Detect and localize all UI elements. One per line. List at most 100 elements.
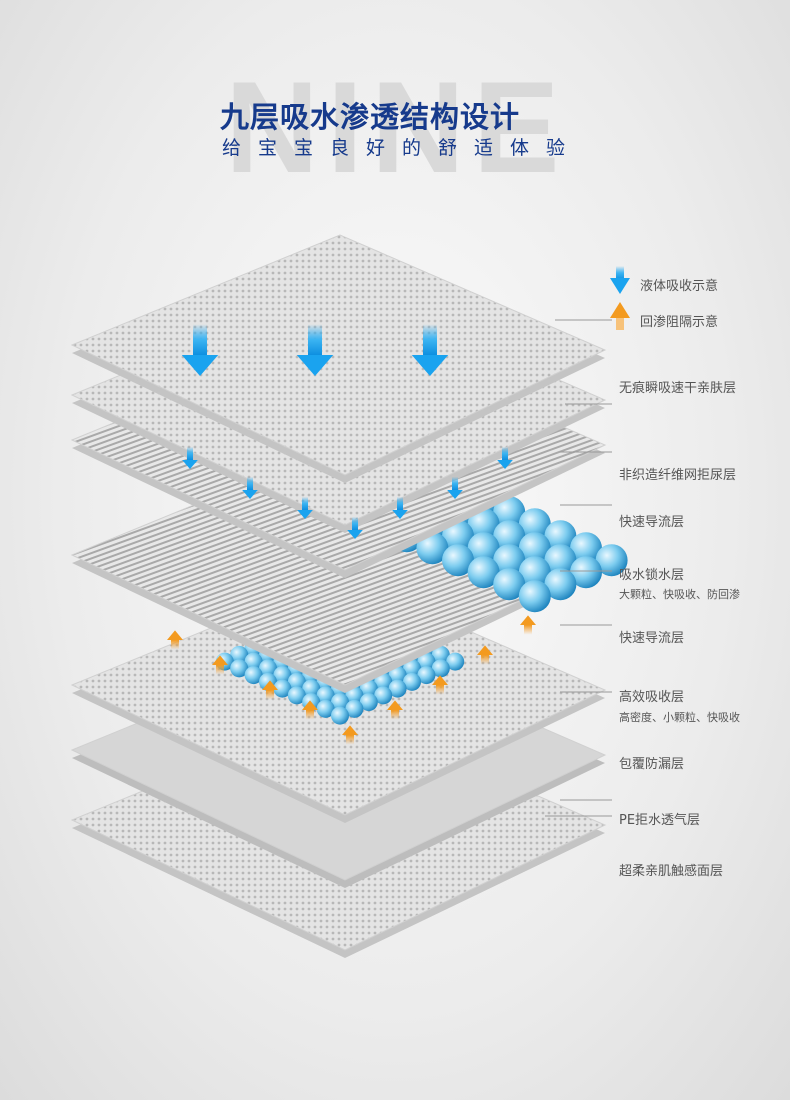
absorbent-bead (345, 686, 364, 705)
absorbent-bead (273, 666, 292, 685)
barrier-arrow-icon (167, 630, 183, 640)
page-title: 九层吸水渗透结构设计 (220, 100, 521, 134)
absorbent-bead (331, 706, 349, 725)
page-subtitle: 给宝宝良好的舒适体验 (222, 137, 583, 159)
absorbent-bead (446, 652, 465, 671)
absorbent-bead (595, 544, 628, 577)
liquid-arrow-icon-tail (452, 476, 458, 490)
absorbent-bead (417, 666, 436, 685)
absorbent-bead (442, 544, 474, 577)
barrier-arrow-icon (262, 680, 278, 690)
liquid-arrow-icon (297, 510, 313, 519)
absorbent-bead (403, 659, 421, 678)
absorbent-bead (230, 645, 249, 664)
barrier-arrow-icon-tail (346, 735, 354, 745)
layer-label: 快速导流层 (619, 515, 685, 530)
barrier-arrow-icon (520, 615, 536, 625)
absorbent-bead (467, 556, 500, 589)
liquid-arrow-icon (392, 510, 408, 519)
absorbent-bead (388, 679, 407, 698)
absorbent-bead (493, 568, 526, 601)
blue-down-arrow-icon (610, 266, 630, 294)
absorbent-bead (259, 659, 277, 678)
absorbent-bead (302, 679, 321, 698)
liquid-arrow-icon-tail (352, 516, 358, 530)
liquid-arrow-icon (347, 530, 363, 539)
liquid-arrow-icon (411, 355, 449, 376)
liquid-arrow-icon (242, 490, 258, 499)
absorbent-bead (388, 666, 407, 685)
liquid-arrow-icon-tail (247, 476, 253, 490)
absorbent-bead (273, 679, 292, 698)
barrier-arrow-icon-tail (216, 665, 224, 675)
layer-label: 非织造纤维网拒尿层 (619, 468, 737, 483)
barrier-arrow-icon-tail (391, 710, 399, 720)
absorbent-bead (518, 556, 551, 589)
barrier-arrow-icon-tail (171, 640, 179, 650)
absorbent-bead (403, 672, 421, 691)
absorbent-bead (518, 508, 551, 541)
absorbent-bead (359, 693, 378, 712)
background-watermark: NINE (225, 54, 568, 200)
absorbent-bead (493, 544, 526, 577)
absorbent-bead (518, 580, 551, 613)
absorbent-bead (331, 693, 349, 712)
layer-label: 无痕瞬吸速干亲肤层 (619, 381, 737, 396)
liquid-arrow-icon-tail (308, 324, 322, 355)
liquid-arrow-icon (447, 490, 463, 499)
absorbent-bead (230, 659, 249, 678)
absorbent-bead (287, 672, 306, 691)
liquid-arrow-icon-tail (187, 446, 193, 460)
layer-top-sheet (70, 234, 607, 476)
barrier-arrow-icon (477, 645, 493, 655)
orange-up-arrow-icon (610, 302, 630, 330)
absorbent-bead (416, 532, 449, 565)
absorbent-bead (431, 659, 450, 678)
absorbent-bead (570, 532, 602, 565)
layer-note: 大颗粒、快吸收、防回渗 (619, 588, 740, 601)
barrier-arrow-icon-tail (524, 625, 532, 635)
absorbent-bead (345, 699, 364, 718)
absorbent-bead (431, 645, 450, 664)
barrier-arrow-icon (387, 700, 403, 710)
legend-liquid-label: 液体吸收示意 (640, 279, 719, 294)
liquid-arrow-icon-tail (423, 324, 437, 355)
absorbent-bead (244, 666, 263, 685)
absorbent-bead (316, 686, 335, 705)
absorbent-bead (493, 520, 526, 553)
absorbent-bead (467, 532, 500, 565)
barrier-arrow-icon (432, 675, 448, 685)
absorbent-bead (544, 544, 577, 577)
absorbent-bead (359, 679, 378, 698)
liquid-arrow-icon (497, 460, 513, 469)
absorbent-bead (316, 699, 335, 718)
layer-label: 吸水锁水层 (619, 568, 685, 583)
barrier-arrow-icon (302, 700, 318, 710)
liquid-arrow-icon-tail (397, 496, 403, 510)
absorbent-bead (544, 520, 577, 553)
absorbent-bead (244, 652, 263, 671)
absorbent-bead (493, 496, 526, 529)
barrier-arrow-icon-tail (266, 690, 274, 700)
absorbent-bead (417, 652, 436, 671)
layer-label: 快速导流层 (619, 631, 685, 646)
liquid-arrow-icon-tail (193, 324, 207, 355)
barrier-arrow-icon-tail (436, 685, 444, 695)
barrier-arrow-icon (342, 725, 358, 735)
absorbent-bead (518, 532, 551, 565)
liquid-arrow-icon (181, 355, 219, 376)
barrier-arrow-icon (212, 655, 228, 665)
absorbent-bead (544, 568, 577, 601)
legend-barrier-label: 回渗阻隔示意 (640, 315, 719, 330)
layer-note: 高密度、小颗粒、快吸收 (619, 711, 740, 724)
layer-label: PE拒水透气层 (619, 813, 701, 828)
liquid-arrow-icon-tail (302, 496, 308, 510)
absorbent-bead (374, 686, 393, 705)
layer-label: 包覆防漏层 (619, 757, 685, 772)
absorbent-bead (287, 686, 306, 705)
absorbent-bead (374, 672, 393, 691)
layer-label: 超柔亲肌触感面层 (619, 864, 724, 879)
absorbent-bead (442, 520, 474, 553)
absorbent-bead (467, 508, 500, 541)
